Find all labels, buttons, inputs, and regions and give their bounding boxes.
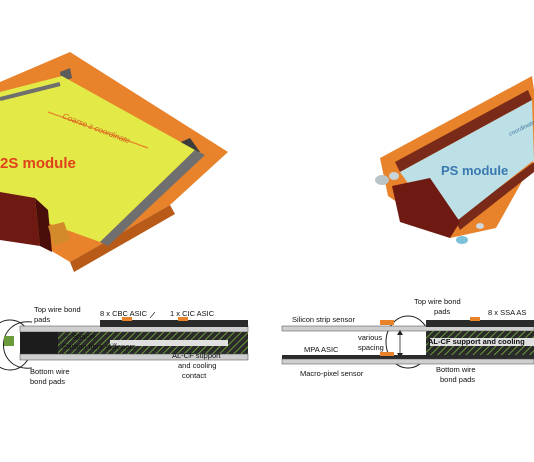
cs2s-leader-cbc (149, 311, 156, 319)
cs2s-top-pads-label-2: pads (34, 315, 51, 324)
module-ps-render: PS module coordinate (375, 76, 534, 244)
module-2s-axis-line (47, 111, 149, 149)
module-2s-edge-strip (100, 150, 205, 246)
csps-mpa-pad (380, 352, 394, 356)
csps-spacing-label: spacing (358, 343, 384, 352)
module-ps-title: PS module (441, 163, 508, 178)
csps-mpa-label: MPA ASIC (304, 345, 339, 354)
module-ps-fitting-2 (389, 172, 399, 180)
cs2s-spacer (20, 332, 58, 354)
cs2s-green-edge (4, 336, 14, 346)
csps-support-label: AL-CF support and cooling (428, 337, 525, 346)
csps-arrow-up (397, 330, 403, 335)
cs2s-top-hybrid (100, 320, 248, 327)
cs2s-support-label: AL-CF support (172, 351, 222, 360)
module-ps-fitting-1 (375, 175, 389, 185)
module-ps-readout-block (392, 178, 460, 238)
cs2s-bottom-pads-label-2: bond pads (30, 377, 65, 386)
cs2s-spacer-label: Spacer (72, 332, 96, 341)
cs2s-cic-chip (178, 317, 188, 321)
module-2s-top-strip (0, 82, 61, 101)
module-2s-readout-block (0, 192, 40, 246)
csps-strip-sensor (281, 325, 534, 332)
csps-top-pads-label: Top wire bond (414, 297, 461, 306)
csps-strip-sensor-label: Silicon strip sensor (292, 315, 355, 324)
cs2s-cic-label: 1 x CIC ASIC (170, 309, 215, 318)
cs2s-top-pads-label: Top wire bond (34, 305, 81, 314)
cs2s-support-label-2: and cooling (178, 361, 216, 370)
cs2s-bottom-sensor (19, 353, 249, 361)
module-2s-render: Coarse z coordinate 2S module (0, 52, 228, 272)
csps-ssa-label: 8 x SSA AS (488, 308, 526, 317)
module-ps-strip-bottom (455, 162, 534, 230)
csps-top-hybrid (426, 320, 534, 327)
csps-mpa-layer (282, 355, 534, 359)
module-2s-connector (48, 222, 70, 246)
cross-section-ps: Silicon strip sensor Top wire bond pads … (281, 297, 534, 384)
module-ps-strip-top (395, 90, 532, 172)
csps-various-label: various (358, 333, 382, 342)
module-2s-sensor (0, 76, 195, 242)
csps-support-plate (430, 338, 534, 346)
cs2s-cbc-label: 8 x CBC ASIC (100, 309, 148, 318)
csps-ssa-chip (470, 317, 480, 321)
csps-macro-sensor (281, 358, 534, 365)
cross-section-2s: Top wire bond pads 8 x CBC ASIC 1 x CIC … (0, 305, 249, 386)
module-2s-readout-block-side (35, 198, 52, 252)
module-2s-title: 2S module (0, 155, 76, 172)
module-2s-frame-side (70, 205, 175, 272)
cs2s-stiffener-label: Carbon fibre stiffeners (62, 342, 136, 351)
csps-top-pads-label-2: pads (434, 307, 451, 316)
csps-bottom-pads-label-2: bond pads (440, 375, 475, 384)
cs2s-bottom-pads-label: Bottom wire (30, 367, 70, 376)
cs2s-cbc-chip (122, 317, 132, 321)
module-ps-fitting-3 (456, 236, 468, 244)
csps-macro-label: Macro-pixel sensor (300, 369, 364, 378)
csps-bottom-pads-label: Bottom wire (436, 365, 476, 374)
module-ps-fitting-4 (476, 223, 484, 229)
cs2s-support-plate (110, 340, 228, 346)
csps-top-pad (380, 320, 394, 325)
cs2s-support-label-3: contact (182, 371, 207, 380)
